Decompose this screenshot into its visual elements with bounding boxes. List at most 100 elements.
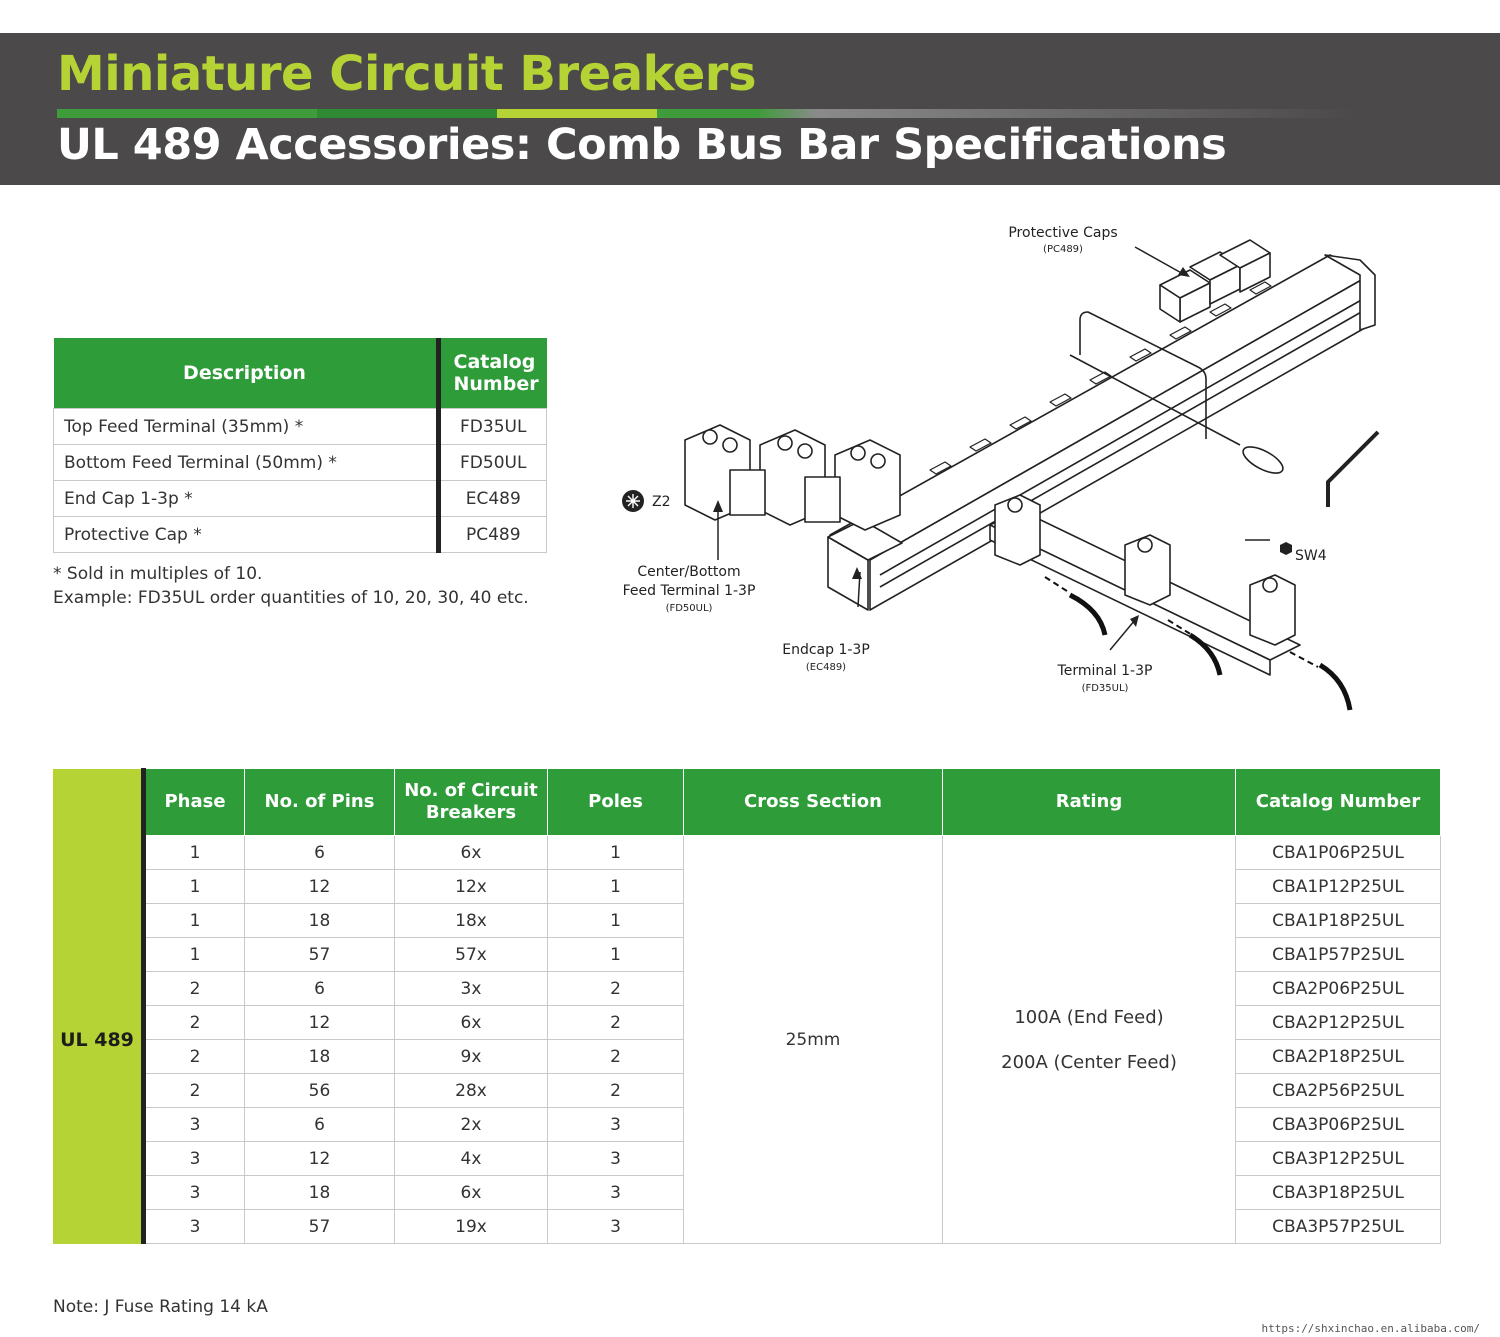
cell-poles: 3	[547, 1175, 684, 1210]
label-protective-caps: Protective Caps	[1008, 225, 1117, 241]
cell-breakers: 19x	[394, 1209, 548, 1244]
label-endcap: Endcap 1-3P	[782, 642, 870, 658]
spec-header: Catalog Number	[1235, 768, 1441, 836]
cell-pins: 12	[244, 1141, 395, 1176]
cell-poles: 2	[547, 1005, 684, 1040]
cell-pins: 56	[244, 1073, 395, 1108]
cell-catalog: CBA1P18P25UL	[1235, 903, 1441, 938]
table-row: Bottom Feed Terminal (50mm) * FD50UL	[53, 444, 547, 481]
cell-breakers: 18x	[394, 903, 548, 938]
cell-catalog: CBA3P06P25UL	[1235, 1107, 1441, 1142]
spec-header: No. of Pins	[244, 768, 395, 836]
cell-poles: 1	[547, 835, 684, 870]
acc-header-catalog: Catalog Number	[438, 338, 547, 409]
spec-header: No. of Circuit Breakers	[394, 768, 548, 836]
table-row: UL 489 1 6 6x 1 25mm 100A (End Feed) 200…	[53, 835, 1441, 1244]
acc-desc: End Cap 1-3p *	[53, 480, 441, 517]
cell-pins: 57	[244, 937, 395, 972]
cell-rating: 100A (End Feed) 200A (Center Feed)	[942, 835, 1236, 1244]
cell-poles: 3	[547, 1107, 684, 1142]
cell-catalog: CBA2P18P25UL	[1235, 1039, 1441, 1074]
cell-poles: 2	[547, 1073, 684, 1108]
label-center-bottom: Center/Bottom	[637, 564, 740, 580]
rating-end-feed: 100A (End Feed)	[1014, 1006, 1164, 1028]
accessories-table: Description Catalog Number Top Feed Term…	[53, 338, 547, 553]
spec-header: Poles	[547, 768, 684, 836]
feed-terminals	[684, 424, 901, 531]
cell-breakers: 6x	[394, 835, 548, 870]
spec-header: Rating	[942, 768, 1236, 836]
cell-breakers: 6x	[394, 1175, 548, 1210]
acc-catalog: FD35UL	[437, 408, 547, 445]
table-row: Top Feed Terminal (35mm) * FD35UL	[53, 408, 547, 445]
terminal-bar	[989, 494, 1301, 676]
cell-phase: 1	[143, 937, 245, 972]
cell-breakers: 28x	[394, 1073, 548, 1108]
cell-poles: 3	[547, 1209, 684, 1244]
cell-pins: 6	[244, 971, 395, 1006]
cell-catalog: CBA1P12P25UL	[1235, 869, 1441, 904]
acc-desc: Top Feed Terminal (35mm) *	[53, 408, 441, 445]
acc-desc: Bottom Feed Terminal (50mm) *	[53, 444, 441, 481]
accessories-note: * Sold in multiples of 10. Example: FD35…	[53, 562, 529, 610]
cell-pins: 6	[244, 835, 395, 870]
acc-catalog: FD50UL	[437, 444, 547, 481]
label-protective-caps-code: (PC489)	[1043, 244, 1083, 255]
cell-breakers: 3x	[394, 971, 548, 1006]
end-cap-right	[1324, 254, 1376, 331]
cell-phase: 3	[143, 1175, 245, 1210]
group-label: UL 489	[53, 835, 146, 1244]
spec-table: Phase No. of Pins No. of Circuit Breaker…	[53, 768, 1441, 1244]
note-line: * Sold in multiples of 10.	[53, 564, 263, 584]
cell-breakers: 57x	[394, 937, 548, 972]
cell-catalog: CBA2P56P25UL	[1235, 1073, 1441, 1108]
cell-catalog: CBA2P12P25UL	[1235, 1005, 1441, 1040]
cell-poles: 3	[547, 1141, 684, 1176]
footer-note: Note: J Fuse Rating 14 kA	[53, 1297, 268, 1317]
cell-phase: 3	[143, 1141, 245, 1176]
cell-pins: 18	[244, 1175, 395, 1210]
cell-phase: 1	[143, 869, 245, 904]
cell-catalog: CBA2P06P25UL	[1235, 971, 1441, 1006]
cell-poles: 2	[547, 971, 684, 1006]
table-row: End Cap 1-3p * EC489	[53, 480, 547, 517]
cell-phase: 2	[143, 971, 245, 1006]
label-sw4: SW4	[1295, 548, 1327, 564]
cell-poles: 1	[547, 903, 684, 938]
cell-poles: 1	[547, 869, 684, 904]
cell-breakers: 6x	[394, 1005, 548, 1040]
cell-catalog: CBA3P57P25UL	[1235, 1209, 1441, 1244]
page-subtitle: UL 489 Accessories: Comb Bus Bar Specifi…	[57, 120, 1227, 170]
label-terminal: Terminal 1-3P	[1057, 663, 1153, 679]
cell-breakers: 12x	[394, 869, 548, 904]
cell-poles: 2	[547, 1039, 684, 1074]
cell-phase: 2	[143, 1039, 245, 1074]
label-endcap-code: (EC489)	[806, 662, 846, 673]
cell-phase: 3	[143, 1209, 245, 1244]
cell-breakers: 2x	[394, 1107, 548, 1142]
spec-header: Phase	[143, 768, 245, 836]
spec-header: Cross Section	[683, 768, 943, 836]
cell-pins: 12	[244, 1005, 395, 1040]
label-terminal-code: (FD35UL)	[1082, 683, 1129, 694]
cell-poles: 1	[547, 937, 684, 972]
source-url[interactable]: https://shxinchao.en.alibaba.com/	[1261, 1322, 1480, 1335]
cell-catalog: CBA1P06P25UL	[1235, 835, 1441, 870]
cell-breakers: 9x	[394, 1039, 548, 1074]
label-center-bottom-code: (FD50UL)	[666, 603, 713, 614]
bus-bar-top	[829, 254, 1371, 561]
acc-catalog: EC489	[437, 480, 547, 517]
label-z2: Z2	[652, 494, 671, 510]
title-underline	[57, 109, 1357, 118]
cell-breakers: 4x	[394, 1141, 548, 1176]
note-line: Example: FD35UL order quantities of 10, …	[53, 588, 529, 608]
spec-label-header	[53, 768, 146, 836]
acc-desc: Protective Cap *	[53, 516, 441, 553]
cell-phase: 2	[143, 1073, 245, 1108]
